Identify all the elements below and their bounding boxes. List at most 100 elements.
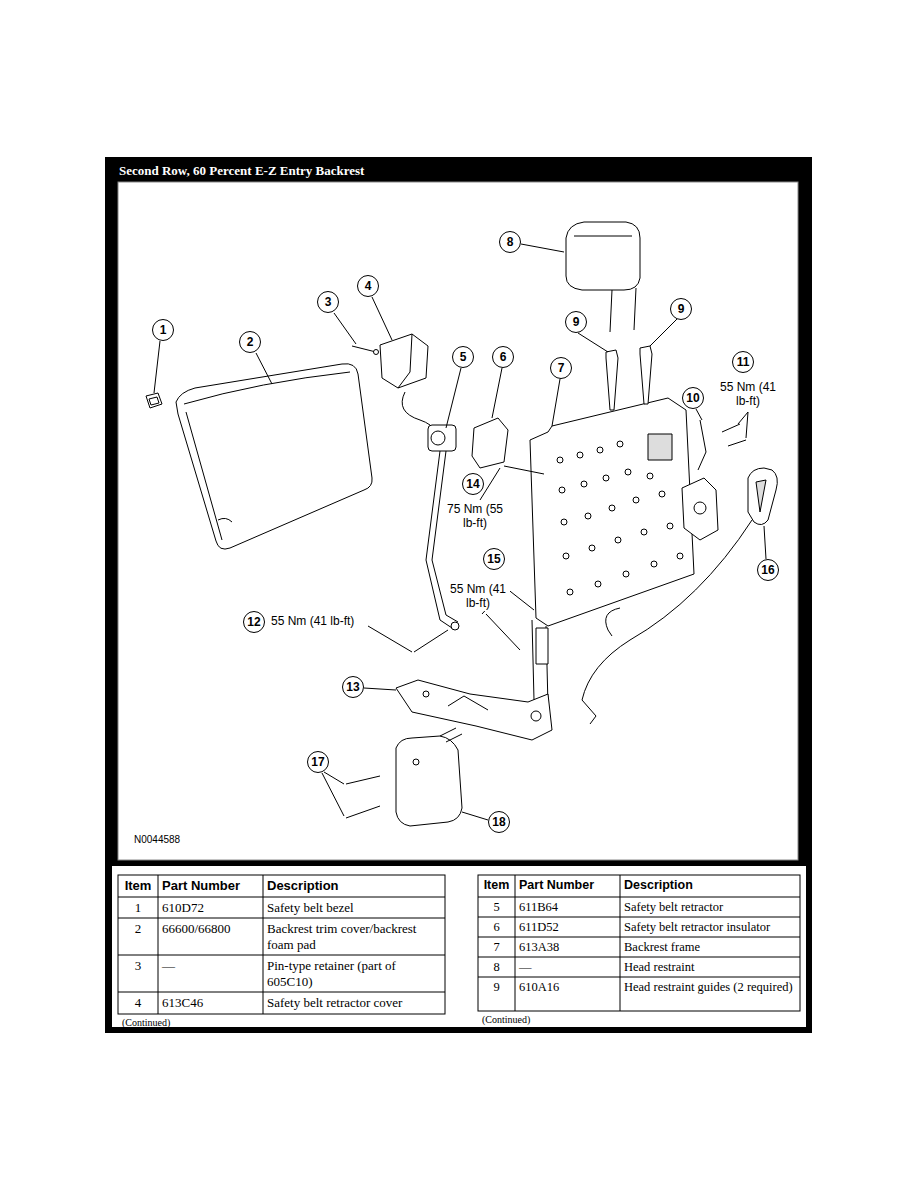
table-rule xyxy=(263,875,264,1014)
table-cell: 8 xyxy=(482,960,511,975)
frame-hole xyxy=(595,581,601,587)
callout-text: 16 xyxy=(761,563,774,577)
callout-number: 5 xyxy=(452,346,474,368)
table-rule xyxy=(118,897,445,898)
table-rule xyxy=(478,897,800,898)
release-cable xyxy=(582,520,752,700)
head-restraint xyxy=(566,222,640,290)
callout-number: 2 xyxy=(239,331,261,353)
callout-number: 13 xyxy=(342,676,364,698)
cable-end xyxy=(582,700,596,724)
torque-value: 75 Nm (55 lb-ft) xyxy=(443,502,507,531)
table-cell: Safety belt retractor xyxy=(624,900,796,915)
callout-number: 3 xyxy=(317,291,339,313)
belt-retractor xyxy=(428,425,456,451)
bracket-pivot xyxy=(531,711,541,721)
callout-text: 3 xyxy=(325,295,332,309)
backrest-pad xyxy=(176,364,372,549)
leader-line xyxy=(368,626,412,652)
table-cell: — xyxy=(519,960,616,975)
leader-line xyxy=(154,341,160,393)
table-rule xyxy=(478,957,800,958)
retractor-spool xyxy=(431,431,445,445)
table-header: Item xyxy=(122,878,154,893)
table-header: Part Number xyxy=(519,878,616,892)
leader-line xyxy=(334,313,356,344)
pivot-cover xyxy=(396,736,462,826)
table-rule xyxy=(620,875,621,1011)
recliner-latch xyxy=(682,478,718,540)
table-rule xyxy=(118,992,445,993)
callout-text: 17 xyxy=(311,755,324,769)
callout-text: 6 xyxy=(500,350,507,364)
frame-hole xyxy=(659,491,665,497)
frame-hole xyxy=(651,561,657,567)
frame-hole xyxy=(603,475,609,481)
frame-hole xyxy=(677,553,683,559)
latch-rod xyxy=(698,420,706,470)
frame-hole xyxy=(647,473,653,479)
latch-bolt xyxy=(722,424,746,446)
table-cell: 7 xyxy=(482,940,511,955)
table-header: Item xyxy=(482,878,511,892)
figure-id: N0044588 xyxy=(134,834,180,846)
continued-note: (Continued) xyxy=(482,1014,530,1025)
retractor-insulator xyxy=(472,418,508,468)
frame-window xyxy=(648,434,672,460)
leader-line xyxy=(578,333,608,352)
callout-number: 4 xyxy=(357,275,379,297)
belt-bezel-slot xyxy=(149,397,159,405)
callout-number: 16 xyxy=(757,559,779,581)
backrest-frame xyxy=(530,398,694,626)
callout-text: 5 xyxy=(460,350,467,364)
table-rule xyxy=(478,937,800,938)
handle-slot xyxy=(756,480,766,512)
callout-text: 2 xyxy=(247,335,254,349)
frame-hole xyxy=(617,441,623,447)
table-rule xyxy=(478,977,800,978)
table-rule xyxy=(515,875,516,1011)
table-cell: 9 xyxy=(482,980,511,995)
release-handle-cover xyxy=(748,468,777,525)
torque-value: 55 Nm (41 lb-ft) xyxy=(446,582,510,611)
leader-line xyxy=(552,379,560,426)
table-panel xyxy=(112,866,806,1027)
table-header: Description xyxy=(267,878,441,893)
table-cell: Backrest trim cover/backrest foam pad xyxy=(267,921,441,953)
table-border xyxy=(478,875,800,1011)
continued-note: (Continued) xyxy=(122,1017,170,1028)
table-rule xyxy=(478,917,800,918)
callout-number: 11 xyxy=(732,351,754,373)
table-cell: 2 xyxy=(122,921,154,937)
table-cell: 3 xyxy=(122,958,154,974)
callout-text: 9 xyxy=(678,302,685,316)
callout-number: 14 xyxy=(462,473,484,495)
pin-retainer-head xyxy=(374,350,379,355)
pad-edge xyxy=(186,412,222,540)
callout-number: 8 xyxy=(499,231,521,253)
frame-hole xyxy=(623,571,629,577)
leader-line xyxy=(446,368,461,428)
leader-line xyxy=(521,244,564,252)
leader-line xyxy=(738,412,748,438)
torque-value: 55 Nm (41 lb-ft) xyxy=(271,614,354,628)
table-cell: Pin-type retainer (part of 605C10) xyxy=(267,958,441,990)
callout-text: 9 xyxy=(573,315,580,329)
leader-line xyxy=(322,772,344,816)
frame-hole xyxy=(585,513,591,519)
pad-detail xyxy=(218,518,232,522)
callout-text: 12 xyxy=(247,615,260,629)
bracket-rib xyxy=(448,696,488,710)
callout-text: 13 xyxy=(346,680,359,694)
callout-number: 6 xyxy=(492,346,514,368)
frame-hole xyxy=(641,529,647,535)
frame-hole xyxy=(633,497,639,503)
frame-hole xyxy=(577,452,583,458)
cable-clip xyxy=(606,608,620,636)
callout-number: 12 xyxy=(243,611,265,633)
frame-hole xyxy=(567,589,573,595)
bracket-hole xyxy=(423,691,429,697)
table-cell: 611B64 xyxy=(519,900,616,915)
callout-text: 7 xyxy=(558,361,565,375)
table-cell: Safety belt bezel xyxy=(267,900,441,916)
